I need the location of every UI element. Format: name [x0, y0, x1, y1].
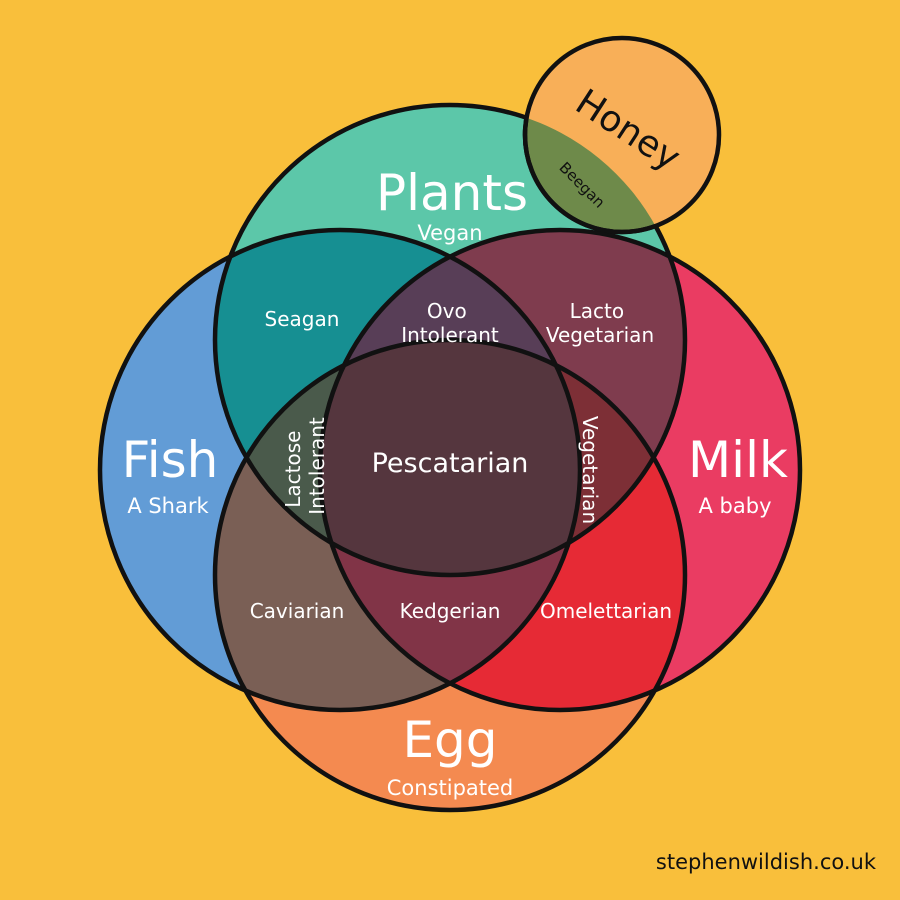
egg-label: Egg	[402, 711, 497, 769]
honey-inner-outline	[522, 105, 685, 235]
omelettarian-label: Omelettarian	[540, 599, 672, 623]
fish-caption: A Shark	[127, 494, 209, 518]
milk-caption: A baby	[699, 494, 772, 518]
lacto-vegetarian-label: Lacto Vegetarian	[546, 299, 654, 347]
plants-outline	[212, 102, 688, 578]
pescatarian-label: Pescatarian	[372, 448, 529, 479]
egg-caption: Constipated	[387, 776, 514, 800]
website-credit: stephenwildish.co.uk	[656, 850, 877, 874]
lactose-intolerant-label: Lactose Intolerant	[281, 417, 329, 515]
egg-outline	[212, 337, 688, 813]
milk-label: Milk	[688, 431, 788, 489]
milk-outline	[317, 227, 803, 713]
caviarian-label: Caviarian	[250, 599, 345, 623]
fish-outline	[97, 227, 583, 713]
plants-label: Plants	[376, 164, 528, 222]
kedgerian-label: Kedgerian	[400, 599, 501, 623]
plants-caption: Vegan	[417, 221, 482, 245]
vegetarian-label: Vegetarian	[578, 416, 602, 524]
ovo-intolerant-label: Ovo Intolerant	[401, 299, 499, 347]
fish-label: Fish	[122, 431, 219, 489]
seagan-label: Seagan	[265, 307, 340, 331]
all-four-overlap	[320, 340, 580, 575]
